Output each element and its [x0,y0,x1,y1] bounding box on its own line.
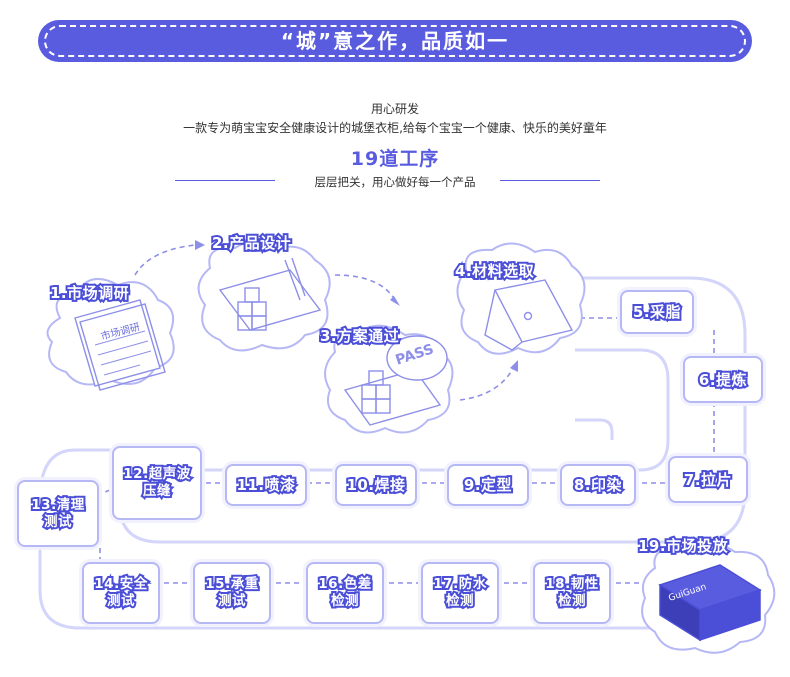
title-banner: “城”意之作，品质如一 [38,20,752,62]
step-15-box: 15.承重 测试 [193,562,271,624]
material-sheet-illustration [484,279,574,351]
divider-left [175,180,275,181]
process-title: 19道工序 [350,148,440,170]
step-19-label: 19.市场投放 [636,535,730,557]
step-11-box: 11.喷漆 [225,464,307,506]
step-7-label: 7.拉片 [682,469,734,491]
step-14-label: 14.安全 测试 [92,574,149,611]
castle-approved-illustration [343,335,448,426]
step-9-box: 9.定型 [447,464,529,506]
connector-arrowheads [195,240,518,372]
document-illustration [74,299,166,391]
step-11-label: 11.喷漆 [234,474,297,496]
banner-dashed-border [44,25,746,57]
intro-text: 一款专为萌宝宝安全健康设计的城堡衣柜,给每个宝宝一个健康、快乐的美好童年 [183,121,607,135]
step-5-box: 5.采脂 [620,290,694,334]
step-8-box: 8.印染 [560,464,636,506]
step-6-box: 6.提炼 [683,356,763,403]
step-16-box: 16.色差 检测 [306,562,384,624]
process-subtitle: 层层把关，用心做好每一个产品 [314,175,476,189]
castle-sketch-illustration [218,257,322,331]
step-14-box: 14.安全 测试 [82,562,160,624]
step-17-box: 17.防水 检测 [421,562,499,624]
step-10-box: 10.焊接 [335,464,417,506]
step-17-label: 17.防水 检测 [431,574,488,611]
banner-title: “城”意之作，品质如一 [280,29,510,53]
divider-right [500,180,600,181]
step-15-label: 15.承重 测试 [203,574,260,611]
step-4-label: 4.材料选取 [453,260,536,282]
step-9-label: 9.定型 [462,474,514,496]
flow-connectors [84,244,715,584]
step-2-label: 2.产品设计 [210,232,293,254]
step-6-label: 6.提炼 [697,369,749,391]
step-18-box: 18.韧性 检测 [533,562,611,624]
step-7-box: 7.拉片 [668,456,748,503]
step-1-label: 1.市场调研 [48,282,131,304]
step-10-label: 10.焊接 [344,474,407,496]
step-13-box: 13.清理 测试 [17,480,99,547]
step-3-label: 3.方案通过 [318,325,401,347]
step-16-label: 16.色差 检测 [316,574,373,611]
intro-heading: 用心研发 [370,102,419,116]
product-box-illustration [658,564,762,642]
step-13-label: 13.清理 测试 [29,495,86,532]
step-12-label: 12.超声波 压缝 [121,464,192,501]
step-12-box: 12.超声波 压缝 [112,446,202,520]
step-18-label: 18.韧性 检测 [543,574,600,611]
step-5-label: 5.采脂 [631,301,683,323]
step-8-label: 8.印染 [572,474,624,496]
